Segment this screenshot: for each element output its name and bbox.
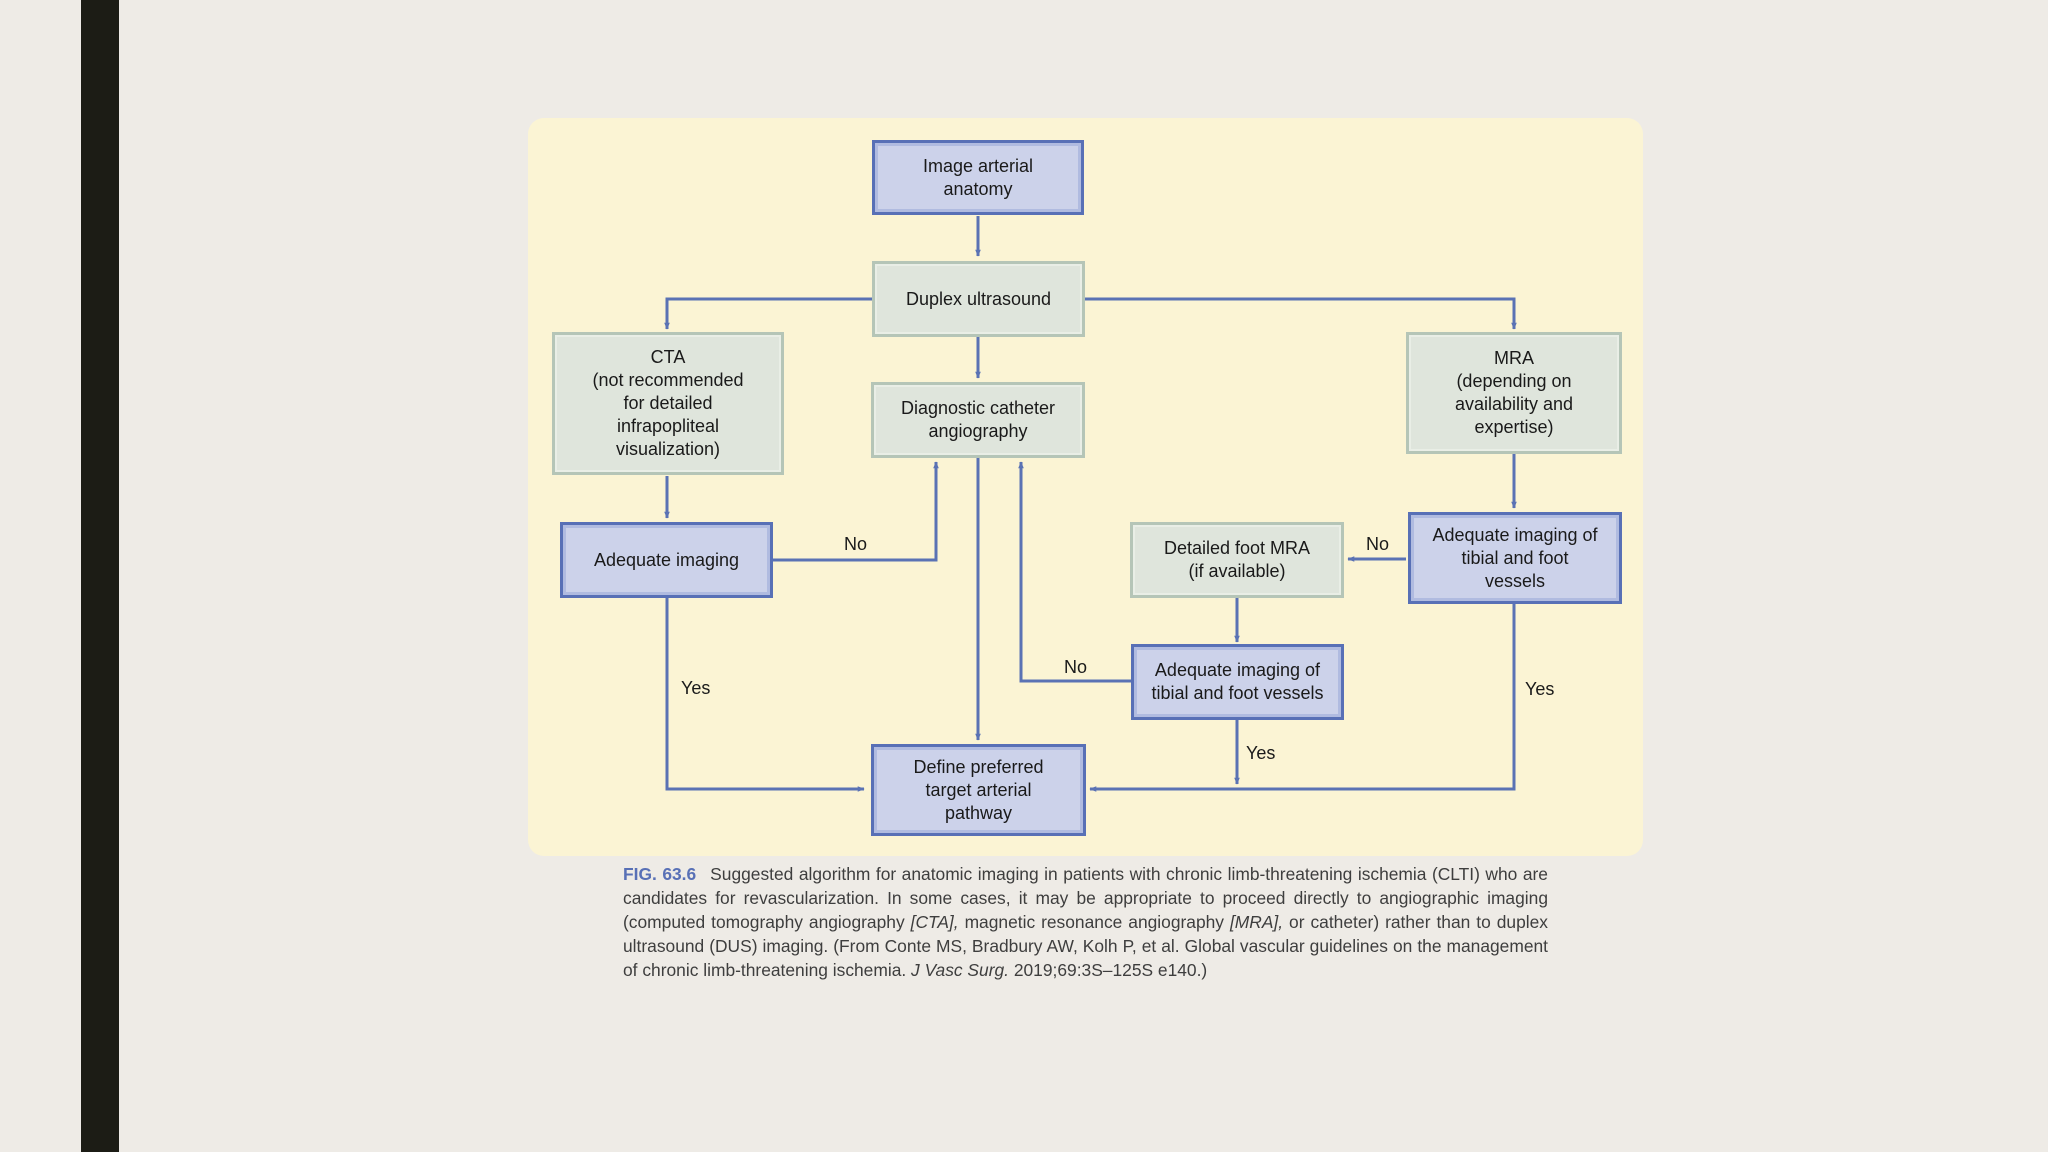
node-detailed-foot-mra: Detailed foot MRA (if available) — [1130, 522, 1344, 598]
caption-text-3: or catheter) rather than to duplex ultra… — [623, 912, 1548, 980]
caption-text-1: Suggested algorithm for anatomic imaging… — [623, 864, 1548, 932]
caption-text-2: magnetic resonance angiography — [958, 912, 1230, 932]
edge-adequate-yes-to-define — [665, 598, 865, 792]
edge-adequate-center-no-to-catheter — [1018, 461, 1131, 683]
edge-duplex-to-cta — [664, 297, 874, 330]
edge-label-yes-left: Yes — [681, 678, 711, 698]
node-define-target-pathway: Define preferred target arterial pathway — [871, 744, 1086, 836]
edge-adequate-no-to-catheter — [772, 461, 939, 562]
diagram-panel — [528, 118, 1643, 856]
caption-text-4: 2019;69:3S–125S e140.) — [1009, 960, 1208, 980]
left-accent-bar — [81, 0, 119, 1152]
node-adequate-imaging: Adequate imaging — [560, 522, 773, 598]
edge-label-no-left: No — [844, 534, 868, 554]
node-adequate-imaging-tibial-center: Adequate imaging of tibial and foot vess… — [1131, 644, 1344, 720]
node-mra: MRA (depending on availability and exper… — [1406, 332, 1622, 454]
node-cta: CTA (not recommended for detailed infrap… — [552, 332, 784, 475]
edge-label-no-right: No — [1366, 534, 1390, 554]
edge-adequate-tibial-yes-to-define — [1089, 604, 1516, 792]
figure-number: FIG. 63.6 — [623, 864, 697, 884]
caption-mra-abbrev: [MRA], — [1229, 912, 1284, 932]
node-adequate-imaging-tibial-right: Adequate imaging of tibial and foot vess… — [1408, 512, 1622, 604]
caption-cta-abbrev: [CTA], — [910, 912, 959, 932]
node-image-arterial-anatomy: Image arterial anatomy — [872, 140, 1084, 215]
edge-label-yes-right: Yes — [1525, 679, 1555, 699]
caption-journal: J Vasc Surg. — [911, 960, 1009, 980]
node-diagnostic-catheter-angiography: Diagnostic catheter angiography — [871, 382, 1085, 458]
edge-duplex-to-mra — [1084, 297, 1517, 330]
edge-label-yes-center: Yes — [1246, 743, 1276, 763]
edge-label-no-center: No — [1064, 657, 1088, 677]
node-duplex-ultrasound: Duplex ultrasound — [872, 261, 1085, 337]
